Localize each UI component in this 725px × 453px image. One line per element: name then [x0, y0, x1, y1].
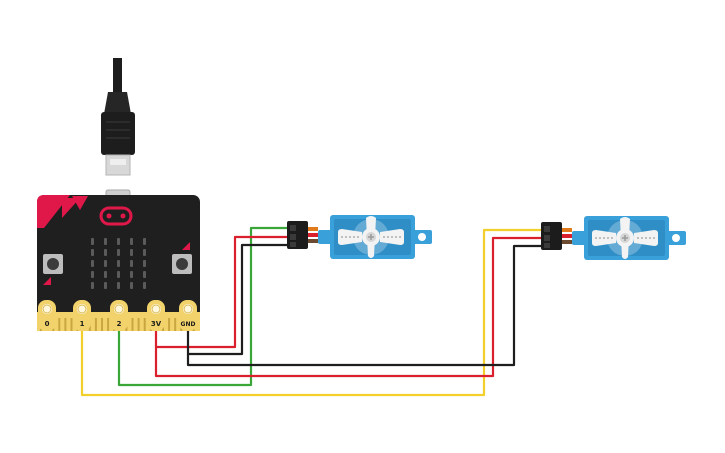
button-a[interactable]: [43, 254, 63, 274]
pin-pads: 0 1 2 3V GND: [38, 300, 197, 331]
led: [143, 282, 146, 289]
led: [104, 282, 107, 289]
led: [143, 249, 146, 256]
led: [91, 282, 94, 289]
servo-motor-icon[interactable]: [572, 216, 686, 260]
microbit-board-icon[interactable]: 0 1 2 3V GND: [37, 189, 200, 331]
led: [91, 238, 94, 245]
label-a-icon: [43, 277, 51, 285]
led: [104, 238, 107, 245]
led: [143, 238, 146, 245]
servo-motor-icon[interactable]: [318, 215, 432, 259]
led: [117, 238, 120, 245]
wires: [80, 226, 543, 397]
pin-gnd[interactable]: GND: [179, 300, 197, 331]
led: [143, 260, 146, 267]
led: [117, 260, 120, 267]
led: [117, 271, 120, 278]
led-matrix: [91, 238, 146, 289]
led: [104, 249, 107, 256]
pin-label: GND: [181, 321, 196, 328]
wire-black-1[interactable]: [186, 243, 290, 356]
led: [104, 271, 107, 278]
led: [117, 249, 120, 256]
pin-label: 0: [45, 320, 50, 328]
pin-3v[interactable]: 3V: [147, 300, 165, 331]
wire-black-2[interactable]: [186, 244, 543, 367]
led: [91, 260, 94, 267]
usb-cable-icon[interactable]: [101, 58, 135, 176]
servo-connector-2[interactable]: [541, 222, 572, 250]
wire-red-1[interactable]: [154, 235, 290, 349]
led: [130, 249, 133, 256]
label-b-icon: [182, 242, 190, 250]
servo-connector-1[interactable]: [287, 221, 318, 249]
pin-label: 1: [80, 320, 85, 328]
led: [130, 271, 133, 278]
led: [143, 271, 146, 278]
button-b[interactable]: [172, 254, 192, 274]
led: [117, 282, 120, 289]
led: [130, 238, 133, 245]
led: [91, 271, 94, 278]
pin-label: 2: [117, 320, 122, 328]
wire-red-2[interactable]: [154, 236, 543, 378]
pin-0[interactable]: 0: [38, 300, 56, 331]
pin-label: 3V: [151, 320, 162, 328]
pin-1[interactable]: 1: [73, 300, 91, 331]
led: [104, 260, 107, 267]
wire-green[interactable]: [117, 226, 290, 387]
led: [91, 249, 94, 256]
led: [130, 282, 133, 289]
led: [130, 260, 133, 267]
wire-yellow[interactable]: [80, 228, 543, 397]
pin-2[interactable]: 2: [110, 300, 128, 331]
